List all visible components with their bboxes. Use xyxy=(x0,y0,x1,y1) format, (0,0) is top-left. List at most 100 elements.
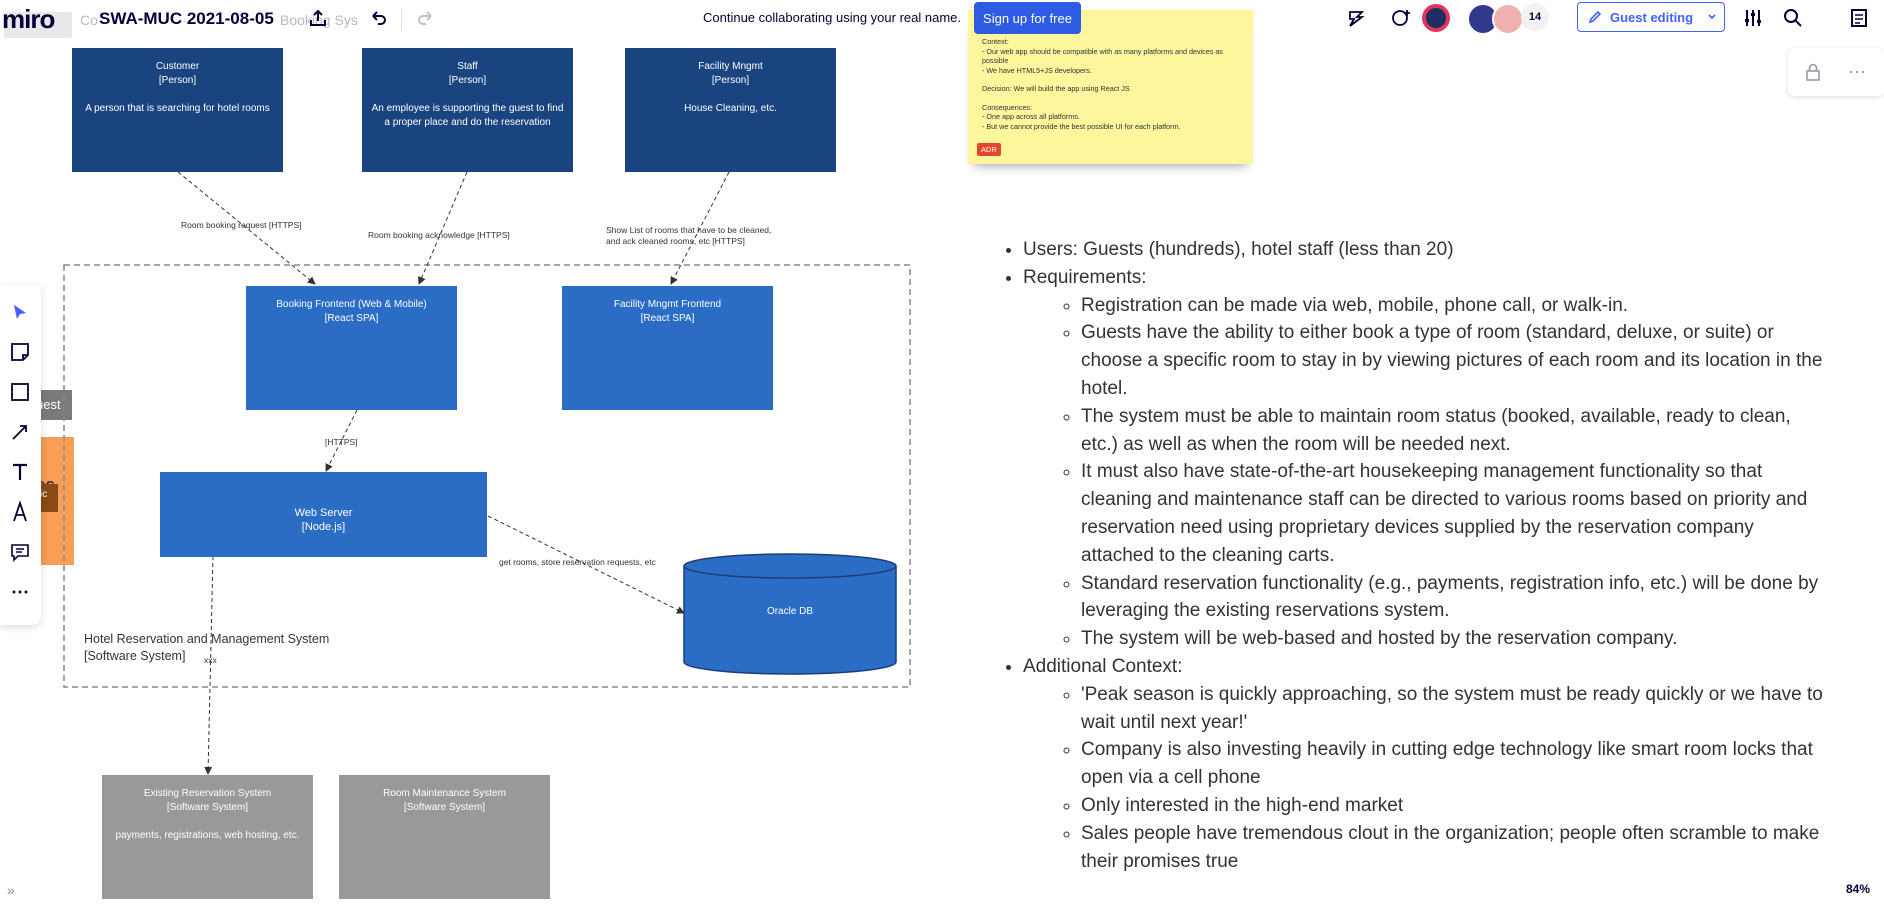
text-tool-icon[interactable] xyxy=(6,458,34,486)
external-title: Room Maintenance System xyxy=(383,788,506,799)
ghost-board-frame xyxy=(4,12,72,38)
ghost-board-title: Co xyxy=(80,12,98,28)
connector-label: Show List of rooms that have to be clean… xyxy=(606,225,771,247)
notes-requirements-title: Requirements: xyxy=(1023,266,1147,288)
adr-tag[interactable]: ADR xyxy=(977,143,1001,156)
requirements-text[interactable]: Users: Guests (hundreds), hotel staff (l… xyxy=(1003,236,1823,875)
own-avatar[interactable] xyxy=(1422,4,1450,32)
zoom-level[interactable]: 84% xyxy=(1846,882,1871,896)
more-tools-icon[interactable]: ⋯ xyxy=(11,581,29,602)
collaborator-avatar[interactable] xyxy=(1492,3,1524,35)
diagram-connectors xyxy=(63,171,911,775)
person-desc: An employee is supporting the guest to f… xyxy=(371,103,564,128)
oracle-db-cylinder xyxy=(683,553,897,675)
connector-label: [HTTPS] xyxy=(325,437,358,447)
expand-panel-icon[interactable]: » xyxy=(7,882,15,898)
context-item: Company is also investing heavily in cut… xyxy=(1081,736,1823,792)
miro-logo[interactable]: miro xyxy=(2,4,55,34)
offscreen-frame-tag: uest xyxy=(36,390,72,420)
external-type: [Software System] xyxy=(403,802,486,813)
sticky-line: Context: xyxy=(982,37,1009,46)
container-facility-frontend[interactable]: Facility Mngmt Frontend [React SPA] xyxy=(562,286,773,410)
context-item: Sales people have tremendous clout in th… xyxy=(1081,820,1823,876)
export-icon[interactable] xyxy=(303,3,333,33)
offscreen-frame-tag-text: uest xyxy=(36,397,61,412)
sticky-line: Decision: We will build the app using Re… xyxy=(982,84,1130,93)
container-title: Oracle DB xyxy=(766,606,814,617)
connector-staff-booking xyxy=(418,171,468,285)
search-icon[interactable] xyxy=(1778,3,1808,33)
connector-customer-booking xyxy=(177,171,316,285)
sticky-content: Context: - Our web app should be compati… xyxy=(982,37,1242,131)
context-item: Only interested in the high-end market xyxy=(1081,792,1823,820)
object-toolbar: ⋯ xyxy=(1788,48,1884,96)
sticky-line: - We have HTML5+JS developers. xyxy=(982,65,1092,75)
select-tool-icon[interactable] xyxy=(6,298,34,326)
person-title: Staff xyxy=(457,61,478,72)
comment-tool-icon[interactable] xyxy=(6,538,34,566)
requirement-item: The system must be able to maintain room… xyxy=(1081,403,1823,459)
person-type: [Person] xyxy=(711,75,750,86)
notes-item: Users: Guests (hundreds), hotel staff (l… xyxy=(1023,236,1823,264)
offscreen-dark-tag-text: ic xyxy=(40,489,48,500)
person-title: Customer xyxy=(155,61,200,72)
guest-editing-button[interactable]: Guest editing xyxy=(1577,2,1725,32)
collaborator-count[interactable]: 14 xyxy=(1521,3,1549,31)
system-boundary xyxy=(63,264,911,688)
toolbar-divider xyxy=(401,8,402,30)
connector-webserver-db xyxy=(487,515,685,614)
oracle-db-label[interactable]: Oracle DB xyxy=(684,606,896,617)
undo-icon[interactable] xyxy=(363,3,393,33)
notes-context-title: Additional Context: xyxy=(1023,655,1183,677)
notes-panel-icon[interactable] xyxy=(1844,3,1874,33)
requirement-item: Guests have the ability to either book a… xyxy=(1081,319,1823,402)
connector-label: xxx xyxy=(204,655,217,665)
system-name: Hotel Reservation and Management System xyxy=(84,632,330,646)
redo-icon[interactable] xyxy=(411,3,441,33)
requirement-item: The system will be web-based and hosted … xyxy=(1081,625,1823,653)
board-title[interactable]: SWA-MUC 2021-08-05 xyxy=(99,9,274,28)
sticky-note-tool-icon[interactable] xyxy=(6,338,34,366)
adr-sticky-note[interactable]: Context: - Our web app should be compati… xyxy=(968,10,1253,164)
connector-facility-frontend xyxy=(670,171,730,285)
shape-tool-icon[interactable] xyxy=(6,378,34,406)
person-customer[interactable]: Customer [Person] A person that is searc… xyxy=(72,48,283,172)
connector-label: Room booking acknowledge [HTTPS] xyxy=(368,230,510,240)
guest-editing-label: Guest editing xyxy=(1610,9,1694,25)
invite-icon[interactable] xyxy=(1386,3,1416,33)
pen-tool-icon[interactable] xyxy=(6,498,34,526)
external-room-maintenance[interactable]: Room Maintenance System [Software System… xyxy=(339,775,550,899)
collab-prompt: Continue collaborating using your real n… xyxy=(703,10,961,25)
external-desc: payments, registrations, web hosting, et… xyxy=(115,830,300,841)
settings-sliders-icon[interactable] xyxy=(1738,3,1768,33)
person-facility-mngmt[interactable]: Facility Mngmt [Person] House Cleaning, … xyxy=(625,48,836,172)
requirement-item: Standard reservation functionality (e.g.… xyxy=(1081,570,1823,626)
connector-webserver-existing xyxy=(204,555,214,775)
person-type: [Person] xyxy=(158,75,197,86)
reactions-icon[interactable] xyxy=(1342,3,1372,33)
more-options-icon[interactable]: ⋯ xyxy=(1848,61,1866,82)
connector-label: get rooms, store reservation requests, e… xyxy=(499,557,656,567)
external-type: [Software System] xyxy=(166,802,249,813)
offscreen-dark-tag: ic xyxy=(40,484,58,512)
person-staff[interactable]: Staff [Person] An employee is supporting… xyxy=(362,48,573,172)
system-boundary-label: Hotel Reservation and Management System … xyxy=(84,631,329,665)
notes-item: Requirements: Registration can be made v… xyxy=(1023,264,1823,653)
external-existing-reservation[interactable]: Existing Reservation System [Software Sy… xyxy=(102,775,313,899)
chevron-down-icon xyxy=(1708,14,1716,20)
person-title: Facility Mngmt xyxy=(698,61,763,72)
connection-line-tool-icon[interactable] xyxy=(6,418,34,446)
lock-icon[interactable] xyxy=(1798,57,1828,87)
container-web-server[interactable]: Web Server [Node.js] xyxy=(160,472,487,557)
sticky-line: - One app across all platforms. xyxy=(982,112,1080,121)
container-booking-frontend[interactable]: Booking Frontend (Web & Mobile) [React S… xyxy=(246,286,457,410)
pencil-icon xyxy=(1588,10,1602,24)
system-type: [Software System] xyxy=(84,649,186,663)
requirement-item: It must also have state-of-the-art house… xyxy=(1081,458,1823,569)
connector-label-line: and ack cleaned rooms, etc [HTTPS] xyxy=(606,236,745,246)
sticky-line: - Our web app should be compatible with … xyxy=(982,46,1223,66)
sign-up-button[interactable]: Sign up for free xyxy=(974,2,1081,34)
container-type: [React SPA] xyxy=(324,313,379,324)
person-desc: House Cleaning, etc. xyxy=(684,103,777,114)
connector-label-line: Show List of rooms that have to be clean… xyxy=(606,225,772,235)
